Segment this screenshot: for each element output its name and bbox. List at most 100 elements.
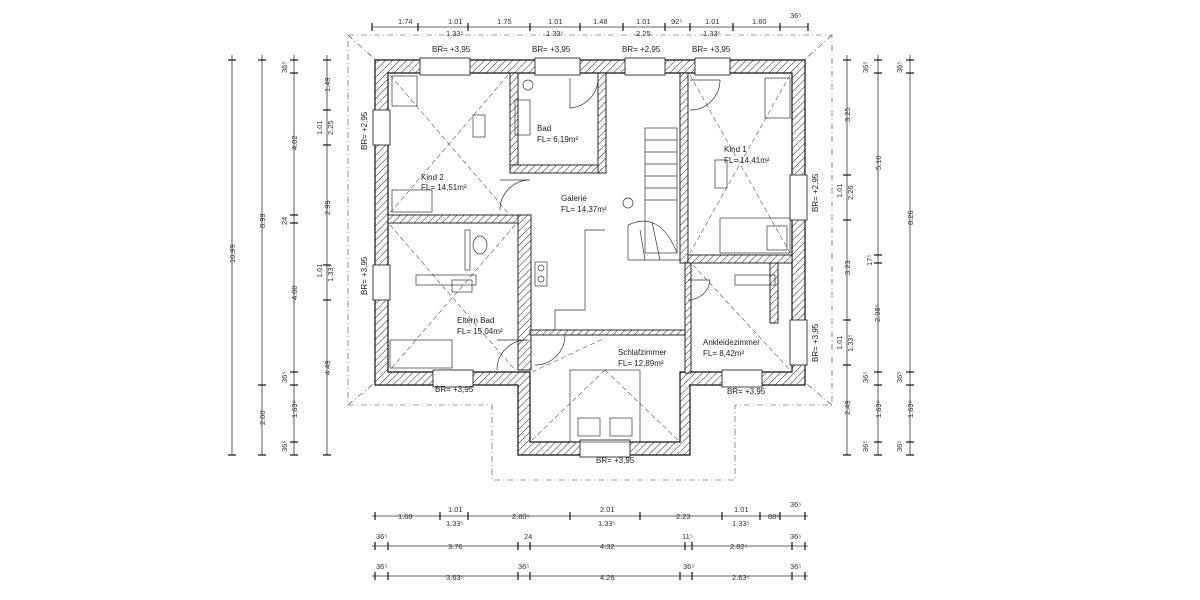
dim-bottom-5: 2.23 (676, 512, 691, 521)
dim-right-inner-8: 2.49 (843, 400, 852, 415)
dim-top-8: 1.01 (705, 17, 720, 26)
top-dimension-chain: 1.74 1.01 1.75 1.01 1.48 1.01 92⁵ 1.01 1… (371, 11, 809, 38)
room-area-kind1: FL= 14,41m² (724, 156, 770, 165)
right-dimension-chains: 3.25 1.01 2.26 3.23 2.98⁵ 1.01 1.33⁵ 2.4… (835, 55, 915, 456)
dim-top-1: 1.74 (398, 17, 413, 26)
window-labels: BR= +3,95 BR= +3,95 BR= +2,95 BR= +3,95 … (360, 45, 820, 465)
room-labels: Kind 2 FL= 14,51m² Bad FL= 6,19m² Galeri… (421, 124, 770, 368)
dim-left-inner-6: 1.63⁵ (290, 400, 299, 418)
dim-left-outer: 10.99 (228, 244, 237, 263)
dim-left-inner-3: 24 (280, 217, 289, 225)
window-label-top-4: BR= +3,95 (692, 45, 731, 54)
dim-right-inner-7: 1.33⁵ (846, 334, 855, 352)
dim-bottom-r3-3: 36⁵ (518, 562, 529, 571)
dim-top-7: 92⁵ (671, 17, 682, 26)
dim-right-inner-4: 3.23 (843, 260, 852, 275)
dim-right-inner-1: 3.25 (843, 107, 852, 122)
dim-bottom-r3-6: 2.63⁵ (732, 573, 750, 582)
dim-left-inner-2: 4.02 (290, 135, 299, 150)
doors (496, 77, 721, 371)
dim-bottom-8: 36⁵ (790, 500, 801, 509)
room-name-bad: Bad (537, 124, 551, 133)
dim-bottom-sub-1: 1.33⁵ (446, 519, 464, 528)
dim-left-innermost-5: 1.01 (315, 263, 324, 278)
window-label-left-1: BR= +2,95 (360, 111, 369, 150)
dim-bottom-sub-3: 1.33⁵ (732, 519, 750, 528)
window-label-right-2: BR= +3,95 (811, 323, 820, 362)
interior-walls (387, 72, 793, 374)
dim-top-sub-2: 1.33⁵ (546, 29, 564, 38)
dim-left-innermost-1: 1.49 (323, 77, 332, 92)
room-area-ankleidezimmer: FL= 8,42m² (703, 349, 744, 358)
dim-top-sub-4: 1.33⁵ (703, 29, 721, 38)
dim-top-2: 1.01 (448, 17, 463, 26)
dim-bottom-r2-6: 2.82⁵ (730, 542, 748, 551)
dim-right-outer-4: 1.63⁵ (906, 400, 915, 418)
window-label-left-2: BR= +3,95 (360, 256, 369, 295)
dim-right-outer-5: 36⁵ (895, 441, 904, 452)
dim-top-4: 1.01 (548, 17, 563, 26)
dim-right-mid-2: 5.10 (874, 155, 883, 170)
room-name-kind1: Kind 1 (724, 145, 747, 154)
room-area-kind2: FL= 14,51m² (421, 183, 467, 192)
dim-left-innermost-2: 1.01 (315, 120, 324, 135)
room-area-bad: FL= 6,19m² (537, 135, 578, 144)
dim-top-10: 36⁵ (790, 11, 801, 20)
window-label-bottom-3: BR= +3,95 (596, 456, 635, 465)
dim-right-inner-2: 1.01 (835, 183, 844, 198)
dim-right-mid-3: 17⁵ (865, 255, 874, 266)
room-area-galerie: FL= 14,37m² (561, 205, 607, 214)
dim-top-sub-1: 1.33⁵ (446, 29, 464, 38)
dim-bottom-r3-2: 3.63⁵ (446, 573, 464, 582)
dim-right-mid-6: 36⁵ (861, 441, 870, 452)
dim-bottom-2: 1.01 (448, 505, 463, 514)
dim-right-outer-3: 36⁵ (895, 372, 904, 383)
window-label-top-3: BR= +2,95 (622, 45, 661, 54)
room-name-schlafzimmer: Schlafzimmer (618, 348, 667, 357)
dim-bottom-r3-4: 4.26 (600, 573, 615, 582)
dim-right-mid-4: 36⁵ (861, 372, 870, 383)
left-dimension-chains: 10.99 8.99 2.00 36⁵ 4.02 24 4.00 36⁵ 1.6… (228, 55, 335, 456)
dim-bottom-r2-3: 24 (524, 532, 532, 541)
dim-bottom-r3-7: 36⁵ (790, 562, 801, 571)
dim-bottom-3: 2.80⁵ (512, 512, 530, 521)
window-label-bottom-2: BR= +3,95 (727, 387, 766, 396)
room-name-ankleidezimmer: Ankleidezimmer (703, 338, 760, 347)
window-label-top-1: BR= +3,95 (432, 45, 471, 54)
dim-bottom-sub-2: 1.33⁵ (598, 519, 616, 528)
dim-left-inner-7: 36⁵ (280, 441, 289, 452)
dim-bottom-r3-1: 36⁵ (376, 562, 387, 571)
dim-bottom-r2-5: 11⁵ (682, 532, 693, 541)
dim-right-inner-3: 2.26 (846, 185, 855, 200)
dim-right-outer-2: 8.26 (906, 210, 915, 225)
dim-left-inner-4: 4.00 (290, 285, 299, 300)
dim-bottom-r2-1: 36⁵ (376, 532, 387, 541)
dim-bottom-6: 1.01 (734, 505, 749, 514)
dim-left-innermost-7: 4.49 (323, 360, 332, 375)
windows (372, 57, 808, 458)
room-name-galerie: Galerie (561, 194, 587, 203)
window-label-top-2: BR= +3,95 (532, 45, 571, 54)
dim-left-inner-5: 36⁵ (280, 372, 289, 383)
roof-outline (347, 34, 833, 481)
dim-left-inner-1: 36⁵ (280, 62, 289, 73)
dim-bottom-r3-5: 36⁵ (683, 562, 694, 571)
dim-top-3: 1.75 (497, 17, 512, 26)
bottom-dimension-chains: 1.68 1.01 2.80⁵ 2.01 2.23 1.01 88⁵ 36⁵ 1… (372, 500, 808, 582)
furniture (389, 75, 791, 443)
window-label-right-1: BR= +2,95 (811, 173, 820, 212)
dim-top-9: 1.60 (752, 17, 767, 26)
dim-right-outer-1: 36⁵ (895, 62, 904, 73)
dim-top-6: 1.01 (636, 17, 651, 26)
window-label-bottom-1: BR= +3,95 (435, 385, 474, 394)
dim-right-inner-5: 2.98⁵ (873, 304, 882, 322)
dim-top-5: 1.48 (593, 17, 608, 26)
staircase (622, 127, 680, 261)
dim-left-innermost-4: 2.99 (323, 200, 332, 215)
room-name-kind2: Kind 2 (421, 173, 444, 182)
dim-bottom-7: 88⁵ (768, 512, 779, 521)
room-name-eltern-bad: Eltern Bad (457, 316, 494, 325)
dim-left-innermost-3: 2.25 (326, 120, 335, 135)
dim-top-sub-3: 2.25 (636, 29, 651, 38)
dim-bottom-4: 2.01 (600, 505, 615, 514)
